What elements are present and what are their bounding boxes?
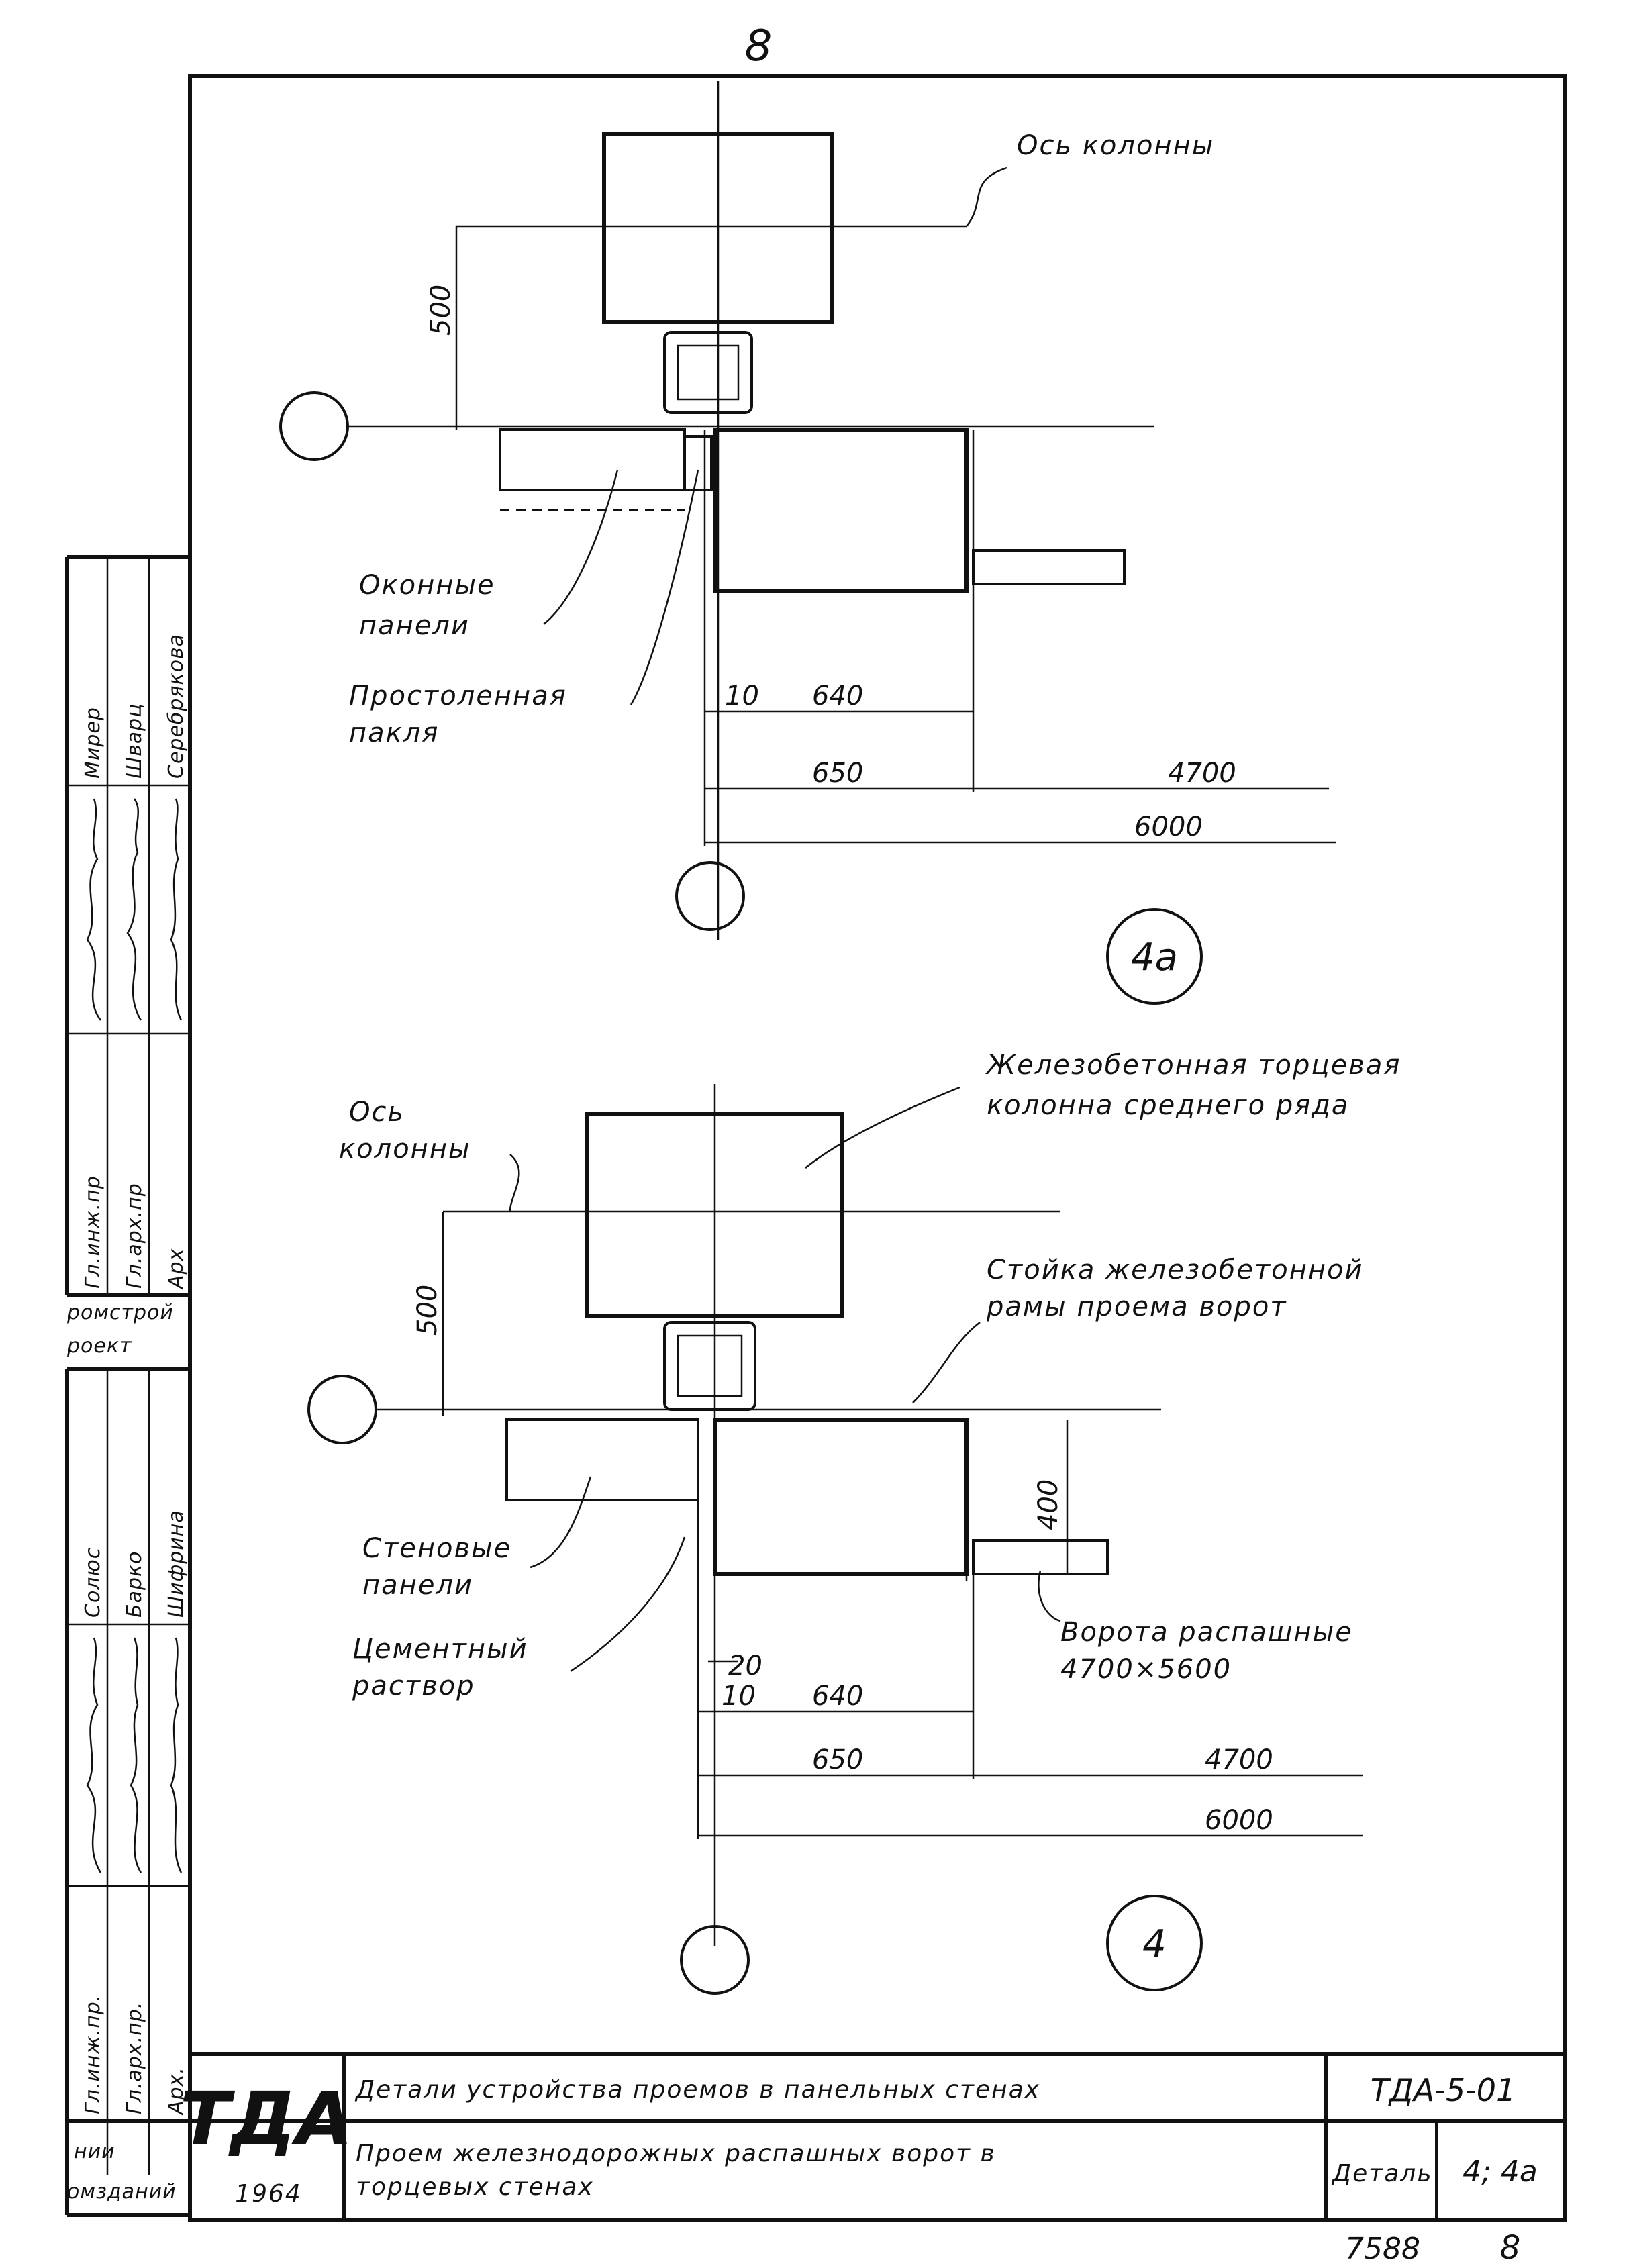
bottom-label-mortar-1: Цементный [352, 1634, 528, 1665]
footer-number: 7588 [1345, 2232, 1420, 2266]
title-detail-value: 4; 4а [1463, 2155, 1538, 2189]
stamp-upper-role-1: Гл.инж.пр [81, 1175, 105, 1289]
top-label-tarred-2: пакля [349, 718, 439, 748]
bottom-label-column-1: Железобетонная торцевая [985, 1050, 1401, 1081]
bottom-label-wall-panels-2: панели [362, 1570, 473, 1601]
signature-4 [86, 1637, 102, 1873]
bottom-dim-10: 10 [722, 1681, 756, 1712]
stamp-upper-name-3: Серебрякова [164, 634, 188, 779]
bottom-dim-500: 500 [412, 1285, 443, 1336]
stamp-lower-name-3: Шифрина [164, 1510, 188, 1618]
title-code: ТДА-5-01 [1371, 2072, 1516, 2108]
stamp-upper-name-1: Мирер [81, 707, 105, 779]
top-window-panel [499, 428, 686, 491]
footer-page: 8 [1500, 2229, 1521, 2267]
stamp-org-1: ромстрой [66, 1301, 174, 1324]
top-label-window-panels-1: Оконные [359, 570, 495, 601]
top-dim-6000: 6000 [1134, 811, 1203, 842]
bottom-label-wall-panels-1: Стеновые [362, 1533, 511, 1564]
stamp-org-2: роект [66, 1334, 132, 1358]
stamp-lower-name-2: Барко [123, 1551, 146, 1618]
top-concrete-post [713, 428, 969, 593]
title-year: 1964 [235, 2180, 302, 2208]
stamp-upper-role-3: Арх [164, 1248, 188, 1290]
signature-1 [86, 798, 102, 1021]
title-detail-label: Деталь [1331, 2160, 1433, 2187]
signature-5 [130, 1637, 142, 1873]
bottom-dim-6000: 6000 [1205, 1805, 1273, 1836]
stamp-lower-name-1: Солюс [81, 1547, 105, 1618]
top-axis-circle-bottom [675, 861, 745, 931]
side-stamp: Мирер Шварц Серебрякова Гл.инж.пр Гл.арх… [65, 555, 190, 2217]
bottom-label-mortar-2: раствор [352, 1671, 475, 1702]
signature-6 [170, 1637, 183, 1873]
stamp-lower-role-2: Гл.арх.пр. [123, 2002, 146, 2114]
bottom-dim-650: 650 [812, 1744, 863, 1775]
bottom-dim-20: 20 [728, 1650, 762, 1681]
stamp-upper-name-2: Шварц [123, 703, 146, 779]
bottom-axis-circle-left [307, 1375, 377, 1444]
top-label-tarred-1: Простоленная [349, 681, 567, 711]
signature-3 [170, 798, 183, 1021]
bottom-axis-label-2: колонны [339, 1134, 471, 1165]
title-sub-1: Проем железнодорожных распашных ворот в [356, 2140, 996, 2167]
stamp-corner-1: нии [74, 2140, 115, 2163]
bottom-label-column-2: колонна среднего ряда [987, 1090, 1349, 1121]
bottom-concrete-post [713, 1418, 969, 1576]
signature-2 [126, 798, 142, 1021]
bottom-detail-marker [1106, 1895, 1203, 1991]
bottom-detail-marker-label: 4 [1142, 1922, 1167, 1966]
stamp-upper-role-2: Гл.арх.пр [123, 1183, 146, 1289]
stamp-lower-role-3: Арх. [164, 2067, 188, 2116]
top-detail-marker-label: 4а [1131, 936, 1178, 979]
bottom-axis-label-1: Ось [349, 1097, 405, 1128]
top-dim-650: 650 [812, 758, 863, 789]
bottom-label-gates-1: Ворота распашные [1060, 1617, 1353, 1648]
top-label-window-panels-2: панели [359, 610, 470, 641]
bottom-wall-panel [505, 1418, 699, 1501]
title-logo: ТДА [180, 2076, 353, 2162]
bottom-label-post-2: рамы проема ворот [986, 1291, 1287, 1322]
stamp-corner-2: омзданий [67, 2180, 177, 2204]
bottom-label-gates-2: 4700×5600 [1060, 1654, 1232, 1685]
top-detail-marker [1106, 908, 1203, 1005]
title-block: ТДА 1964 Детали устройства проемов в пан… [180, 2052, 1565, 2220]
bottom-dim-640: 640 [812, 1681, 863, 1712]
stamp-lower-role-1: Гл.инж.пр. [81, 1994, 105, 2114]
title-main: Детали устройства проемов в панельных ст… [354, 2076, 1040, 2104]
bottom-dim-4700: 4700 [1205, 1744, 1273, 1775]
top-axis-circle-left [279, 391, 349, 461]
bottom-dim-400: 400 [1033, 1479, 1064, 1530]
top-dim-640: 640 [812, 681, 863, 711]
page-number-top: 8 [745, 21, 773, 71]
top-dim-4700: 4700 [1168, 758, 1236, 789]
title-sub-2: торцевых стенах [356, 2173, 594, 2201]
bottom-label-post-1: Стойка железобетонной [987, 1254, 1363, 1285]
bottom-axis-circle-bottom [680, 1925, 750, 1995]
top-axis-label: Ось колонны [1017, 130, 1214, 161]
bottom-detail: Железобетонная торцевая колонна среднего… [307, 1050, 1401, 1995]
sheet-frame [188, 74, 1567, 2222]
top-dim-10: 10 [725, 681, 759, 711]
top-detail: Ось колонны 500 Оконные панели Простолен… [279, 81, 1336, 1005]
top-dim-500: 500 [426, 285, 456, 336]
